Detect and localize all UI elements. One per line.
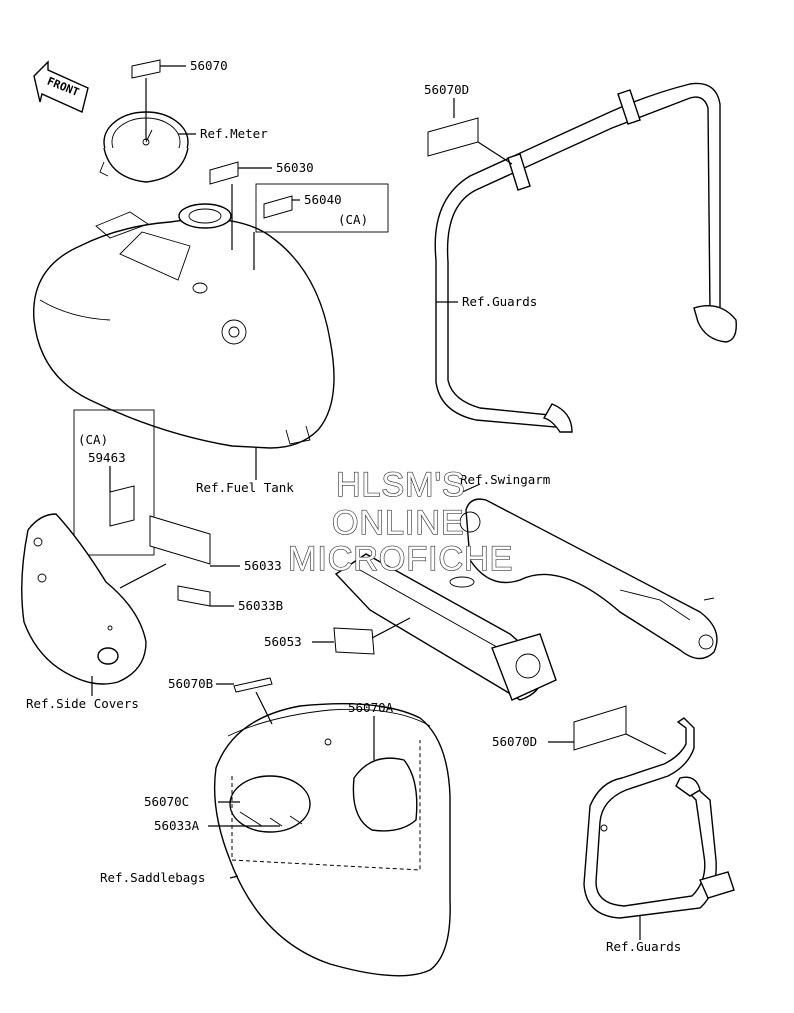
part-number-56033B: 56033B xyxy=(238,598,283,613)
part-number-56070: 56070 xyxy=(190,58,228,73)
part-number-56070C: 56070C xyxy=(144,794,189,809)
label-56040 xyxy=(263,195,293,219)
ref-meter-label: Ref.Meter xyxy=(200,126,268,141)
part-number-56070D-top: 56070D xyxy=(424,82,469,97)
label-56070B xyxy=(233,677,273,693)
front-arrow-icon: FRONT xyxy=(33,60,89,113)
ref-fuel-tank-label: Ref.Fuel Tank xyxy=(196,480,294,495)
ref-side-covers-label: Ref.Side Covers xyxy=(26,696,139,711)
ref-swingarm-label: Ref.Swingarm xyxy=(460,472,550,487)
label-56053 xyxy=(333,627,375,655)
part-number-59463: 59463 xyxy=(88,450,126,465)
label-56033 xyxy=(149,515,211,565)
part-number-56030: 56030 xyxy=(276,160,314,175)
label-56070D-top xyxy=(427,117,479,157)
part-number-56033A: 56033A xyxy=(154,818,200,833)
ca-note-59463: (CA) xyxy=(78,432,108,447)
label-56070 xyxy=(131,59,161,79)
ca-note-56040: (CA) xyxy=(338,212,368,227)
ref-saddlebags-label: Ref.Saddlebags xyxy=(100,870,205,885)
meter-part xyxy=(99,111,189,183)
part-number-56070B: 56070B xyxy=(168,676,213,691)
part-number-56053: 56053 xyxy=(264,634,302,649)
label-56030 xyxy=(209,161,239,185)
part-number-56070A: 56070A xyxy=(348,700,394,715)
swingarm-part xyxy=(334,498,718,701)
saddlebag-part xyxy=(213,703,451,977)
side-cover-part xyxy=(21,513,147,685)
part-number-56070D-bottom: 56070D xyxy=(492,734,537,749)
part-number-56040: 56040 xyxy=(304,192,342,207)
engine-guard-top-part xyxy=(434,82,737,433)
label-59463 xyxy=(109,485,135,527)
part-number-56033: 56033 xyxy=(244,558,282,573)
label-56033B xyxy=(177,585,211,607)
watermark-line-2: ONLINE xyxy=(332,504,465,542)
ref-guards-top-label: Ref.Guards xyxy=(462,294,537,309)
label-56070D-bottom xyxy=(573,705,627,751)
engine-guard-bottom-part xyxy=(583,717,735,919)
watermark-line-1: HLSM'S xyxy=(336,466,466,504)
ref-guards-bottom-label: Ref.Guards xyxy=(606,939,681,954)
fuel-tank-part xyxy=(33,203,335,449)
watermark-line-3: MICROFICHE xyxy=(288,540,513,578)
